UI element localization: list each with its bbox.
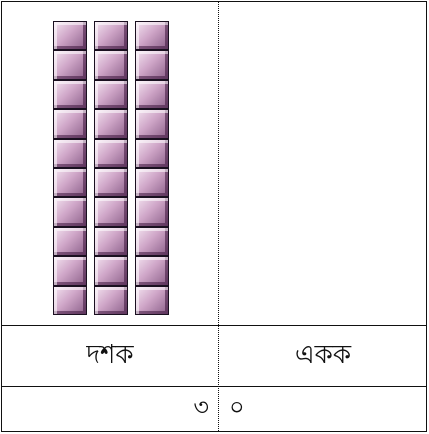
unit-cube (53, 197, 87, 226)
unit-cube (53, 168, 87, 197)
unit-cube (94, 139, 128, 168)
unit-cube (94, 256, 128, 285)
unit-cube (135, 168, 169, 197)
ones-header: একক (218, 325, 428, 386)
unit-cube (53, 109, 87, 138)
unit-cube (135, 197, 169, 226)
unit-cube (135, 21, 169, 50)
unit-cube (94, 168, 128, 197)
unit-cube (135, 227, 169, 256)
unit-cube (94, 197, 128, 226)
ten-rod-2 (94, 21, 128, 315)
unit-cube (94, 21, 128, 50)
unit-cube (53, 21, 87, 50)
unit-cube (135, 109, 169, 138)
unit-cube (94, 227, 128, 256)
unit-cube (135, 139, 169, 168)
unit-cube (94, 109, 128, 138)
unit-cube (53, 50, 87, 79)
ones-value: ০ (229, 386, 329, 432)
ten-rod-3 (135, 21, 169, 315)
unit-cube (94, 50, 128, 79)
unit-cube (135, 50, 169, 79)
unit-cube (135, 256, 169, 285)
unit-cube (94, 286, 128, 315)
unit-cube (53, 139, 87, 168)
unit-cube (53, 256, 87, 285)
unit-cube (135, 286, 169, 315)
unit-cube (135, 80, 169, 109)
unit-cube (53, 80, 87, 109)
unit-cube (53, 286, 87, 315)
tens-header: দশক (2, 325, 218, 386)
ten-rod-1 (53, 21, 87, 315)
tens-value: ৩ (2, 386, 209, 432)
unit-cube (53, 227, 87, 256)
unit-cube (94, 80, 128, 109)
